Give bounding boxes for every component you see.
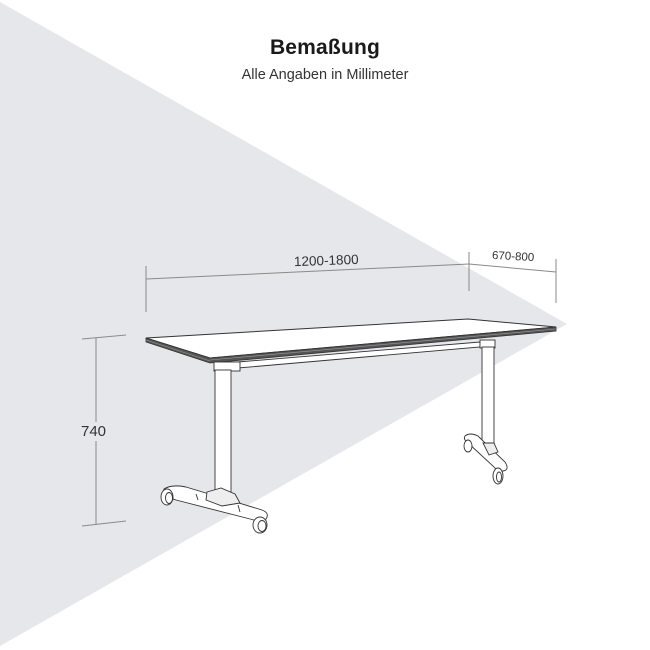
dimension-height-label: 740 (81, 422, 107, 441)
left-leg (160, 369, 268, 534)
page-title: Bemaßung (269, 36, 381, 59)
dimension-depth-label: 670-800 (491, 249, 535, 265)
header: Bemaßung Alle Angaben in Millimeter (0, 34, 650, 86)
right-leg (463, 346, 508, 485)
page-subtitle: Alle Angaben in Millimeter (241, 67, 409, 83)
table-top (145, 318, 557, 364)
crossbar (213, 339, 496, 372)
dimension-width-label: 1200-1800 (293, 251, 359, 270)
